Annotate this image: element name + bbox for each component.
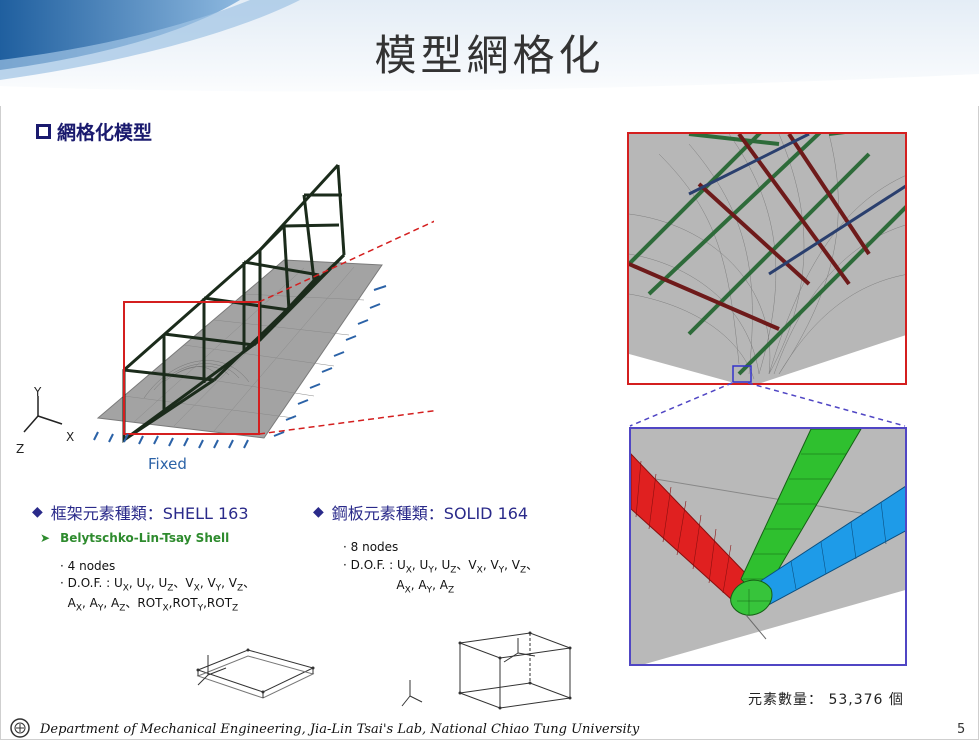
plate-nodes-text: · 8 nodes [343,540,399,554]
shell-type-bullet: ➤ Belytschko-Lin-Tsay Shell [40,531,229,545]
steel-plate [96,259,383,439]
element-count-value: 53,376 個 [828,692,904,708]
element-count-label: 元素數量： [748,692,823,708]
zoom-panel-detail [627,132,907,385]
shell-type-label: Belytschko-Lin-Tsay Shell [60,531,230,545]
frame-dof-text: · D.O.F. : UX, UY, UZ、VX, VY, VZ、 AX, AY… [60,576,256,614]
title-band: 模型網格化 [0,0,979,106]
university-logo-icon [10,718,30,738]
zoom-panel-joint [629,427,907,666]
slide-title: 模型網格化 [374,31,605,80]
plate-element-heading-label: 鋼板元素種類：SOLID 164 [331,504,529,523]
page-number: 5 [957,722,966,737]
frame-element-heading: ◆ 框架元素種類：SHELL 163 [32,500,249,524]
shell-element-schematic [196,648,315,699]
plate-nodes-value: 8 nodes [350,540,399,554]
fixed-boundary-hatching [93,285,387,449]
zoom-connector-bottom [258,410,434,435]
solid-element-schematic [401,631,572,710]
diamond-bullet-icon: ◆ [32,504,43,520]
zoom-panel-detail-graphic [629,134,905,383]
x-axis-label: X [66,430,75,444]
diamond-bullet-icon: ◆ [313,504,324,520]
axis-triad-icon [23,396,63,433]
plate-element-heading: ◆ 鋼板元素種類：SOLID 164 [313,500,528,524]
frame-nodes-text: · 4 nodes [60,559,116,573]
plate-dof-prefix: D.O.F. : [350,558,397,572]
mesh-model-illustration [23,163,434,449]
element-count: 元素數量： 53,376 個 [748,689,904,709]
frame-nodes-value: 4 nodes [67,559,116,573]
z-axis-label: Z [16,442,25,456]
title-swoosh-graphic [0,0,979,106]
zoom-region-marker [123,301,260,435]
y-axis-label: Y [34,385,42,399]
frame-dof-prefix: D.O.F. : [67,576,114,590]
frame-element-heading-label: 框架元素種類：SHELL 163 [50,504,249,523]
section-heading: 網格化模型 [36,118,152,145]
plate-dof-text: · D.O.F. : UX, UY, UZ、VX, VY, VZ、 AX, AY… [343,558,539,596]
footer-credit: Department of Mechanical Engineering, Ji… [40,722,640,737]
section-heading-label: 網格化模型 [57,122,153,144]
fixed-label: Fixed [148,455,187,473]
zoom-connector-blue [629,382,906,427]
square-bullet-icon [36,124,51,139]
zoom-panel-joint-graphic [631,429,905,664]
arrow-bullet-icon: ➤ [40,531,51,545]
